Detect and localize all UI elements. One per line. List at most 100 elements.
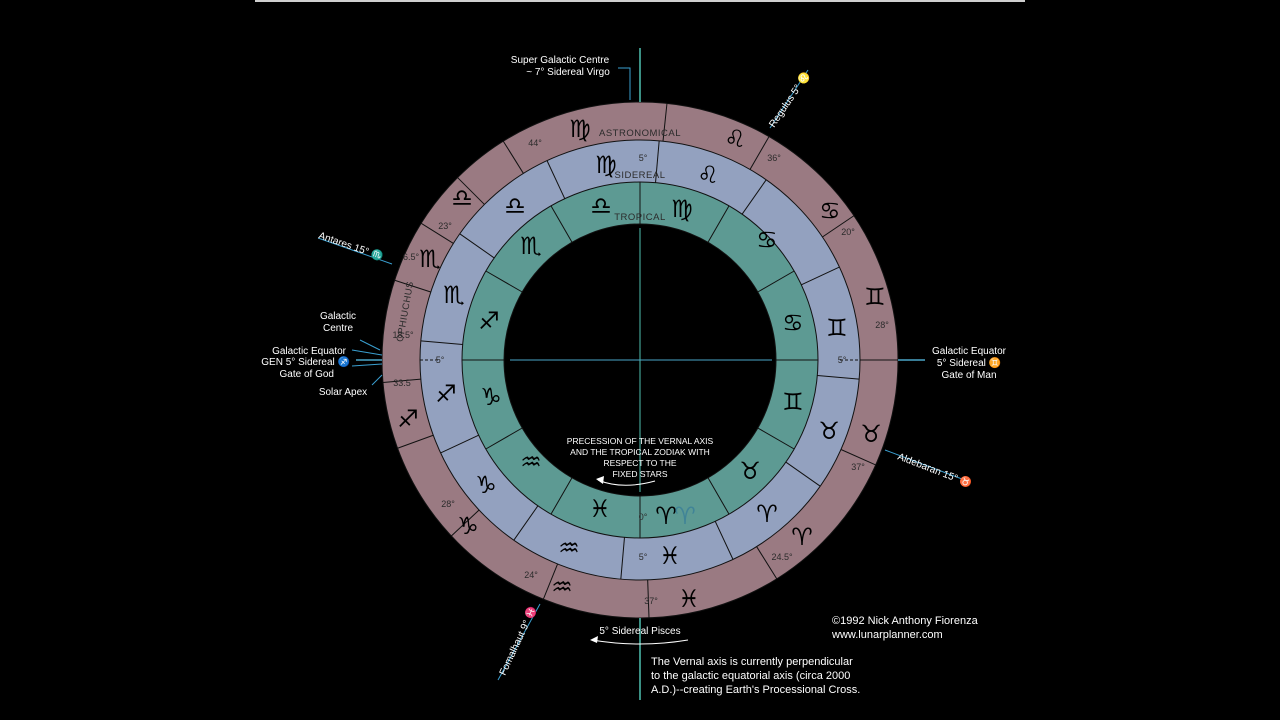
galactic-equator-right-text: Galactic Equator <box>932 346 1007 357</box>
virgo-icon: ♍ <box>595 151 617 179</box>
galactic-equator-left-text: Galactic Equator <box>272 346 347 357</box>
sector-divider <box>801 266 840 286</box>
sector-divider <box>647 579 650 618</box>
sidereal-label: SIDEREAL <box>615 170 666 181</box>
sector-divider <box>749 136 770 170</box>
super-galactic-leader <box>618 67 631 100</box>
solar-apex-leader <box>371 374 383 386</box>
outer-deg: 24° <box>524 570 538 580</box>
libra-icon: ♎ <box>504 192 526 220</box>
sector-divider <box>620 537 625 580</box>
aquarius-icon: ♒ <box>558 534 580 562</box>
copyright-text: ©1992 Nick Anthony Fiorenza <box>832 615 979 627</box>
note-text: A.D.)--creating Earth's Processional Cro… <box>651 684 860 696</box>
sector-divider <box>785 461 821 487</box>
taurus-icon: ♉ <box>860 420 882 448</box>
deg-right: 5° <box>838 355 847 365</box>
precession-text: PRECESSION OF THE VERNAL AXIS <box>567 436 714 446</box>
sidereal-pisces-arrow <box>591 639 689 645</box>
sector-divider <box>485 270 523 293</box>
outer-deg: 33.5 <box>393 378 411 388</box>
precession-text: FIXED STARS <box>612 469 667 479</box>
sector-divider <box>662 103 668 142</box>
sector-divider <box>822 215 855 238</box>
arrowhead-icon <box>590 636 598 643</box>
aquarius-icon: ♒ <box>520 448 542 476</box>
capricorn-icon: ♑ <box>475 471 497 499</box>
virgo-icon: ♍ <box>569 115 591 143</box>
taurus-icon: ♉ <box>818 417 840 445</box>
galactic-centre-leader <box>359 339 381 351</box>
tropical-label: TROPICAL <box>614 212 666 223</box>
sector-divider <box>542 563 559 600</box>
sector-divider <box>457 177 485 205</box>
sector-divider <box>550 205 573 243</box>
top-border <box>255 0 1025 2</box>
astronomical-label: ASTRONOMICAL <box>599 128 681 139</box>
super-galactic-text: Super Galactic Centre <box>511 55 610 66</box>
galactic-centre-text: Centre <box>323 323 353 334</box>
capricorn-icon: ♑ <box>457 512 479 540</box>
leader-lines <box>317 67 971 681</box>
outer-deg: 18.5° <box>392 330 414 340</box>
cancer-icon: ♋ <box>782 309 804 337</box>
outer-deg: 37° <box>851 462 865 472</box>
sector-divider <box>707 477 730 515</box>
outer-deg: 36° <box>767 153 781 163</box>
sector-divider <box>757 427 795 450</box>
sector-divider <box>546 160 566 199</box>
sector-divider <box>550 477 573 515</box>
arrowhead-icon <box>596 476 604 484</box>
aries-icon: ♈ <box>791 523 813 551</box>
sector-divider <box>485 427 523 450</box>
deg-left: 5° <box>436 355 445 365</box>
scorpio-icon: ♏ <box>443 281 465 309</box>
gemini-icon: ♊ <box>782 388 804 416</box>
aldebaran-leader <box>884 449 971 483</box>
galactic-equator-left-text: Gate of God <box>280 369 334 380</box>
aries-icon: ♈ <box>655 502 677 530</box>
galactic-centre-text: Galactic <box>320 311 356 322</box>
outer-deg: 44° <box>528 138 542 148</box>
galactic-equator-left-text: GEN 5° Sidereal ♐ <box>261 355 350 368</box>
libra-icon: ♎ <box>590 192 612 220</box>
note-text: to the galactic equatorial axis (circa 2… <box>651 670 850 682</box>
sector-divider <box>440 434 479 454</box>
sector-divider <box>714 521 734 560</box>
precession-text: AND THE TROPICAL ZODIAK WITH <box>570 447 710 457</box>
sidereal-pisces-text: 5° Sidereal Pisces <box>599 626 680 637</box>
pisces-icon: ♓ <box>659 542 681 570</box>
sector-divider <box>817 375 860 380</box>
sidereal-glyphs: ♍ ♌ ♋ ♊ ♉ ♈ ♓ ♒ ♑ ♐ ♏ ♎ <box>435 151 848 570</box>
outer-deg: 24.5° <box>771 552 793 562</box>
sector-divider <box>394 279 431 293</box>
aries-icon: ♈ <box>756 500 778 528</box>
sector-divider <box>741 179 767 215</box>
deg-zero: 0° <box>639 512 648 522</box>
galactic-equator-right-text: Gate of Man <box>941 370 996 381</box>
pisces-icon: ♓ <box>678 585 700 613</box>
deg-top: 5° <box>639 153 648 163</box>
libra-icon: ♎ <box>451 184 473 212</box>
outer-deg: 28° <box>875 320 889 330</box>
gemini-icon: ♊ <box>826 314 848 342</box>
outer-deg: 37° <box>644 596 658 606</box>
outer-deg: 20° <box>841 227 855 237</box>
aldebaran-text: Aldebaran 15° ♉ <box>896 450 974 490</box>
axis-degrees: 5° 5° 5° 5° 0° <box>436 153 847 562</box>
tropical-glyphs: ♍ ♎ ♏ ♐ ♑ ♒ ♓ ♈ ♈ ♉ ♊ ♋ <box>478 192 804 530</box>
axes <box>356 48 925 700</box>
sector-divider <box>756 546 778 580</box>
sector-divider <box>420 340 463 345</box>
virgo-icon: ♍ <box>671 195 693 223</box>
solar-apex-text: Solar Apex <box>319 387 367 398</box>
antares-text: Antares 15° ♏ <box>317 229 385 263</box>
sector-divider <box>707 205 730 243</box>
scorpio-icon: ♏ <box>520 232 542 260</box>
aries-shift-icon: ♈ <box>674 502 696 530</box>
regulus-text: Regulus 5° ♌ <box>766 69 813 130</box>
galactic-equator-right-text: 5° Sidereal ♊ <box>937 356 1001 369</box>
sector-divider <box>840 449 876 466</box>
outer-deg: 23° <box>438 221 452 231</box>
